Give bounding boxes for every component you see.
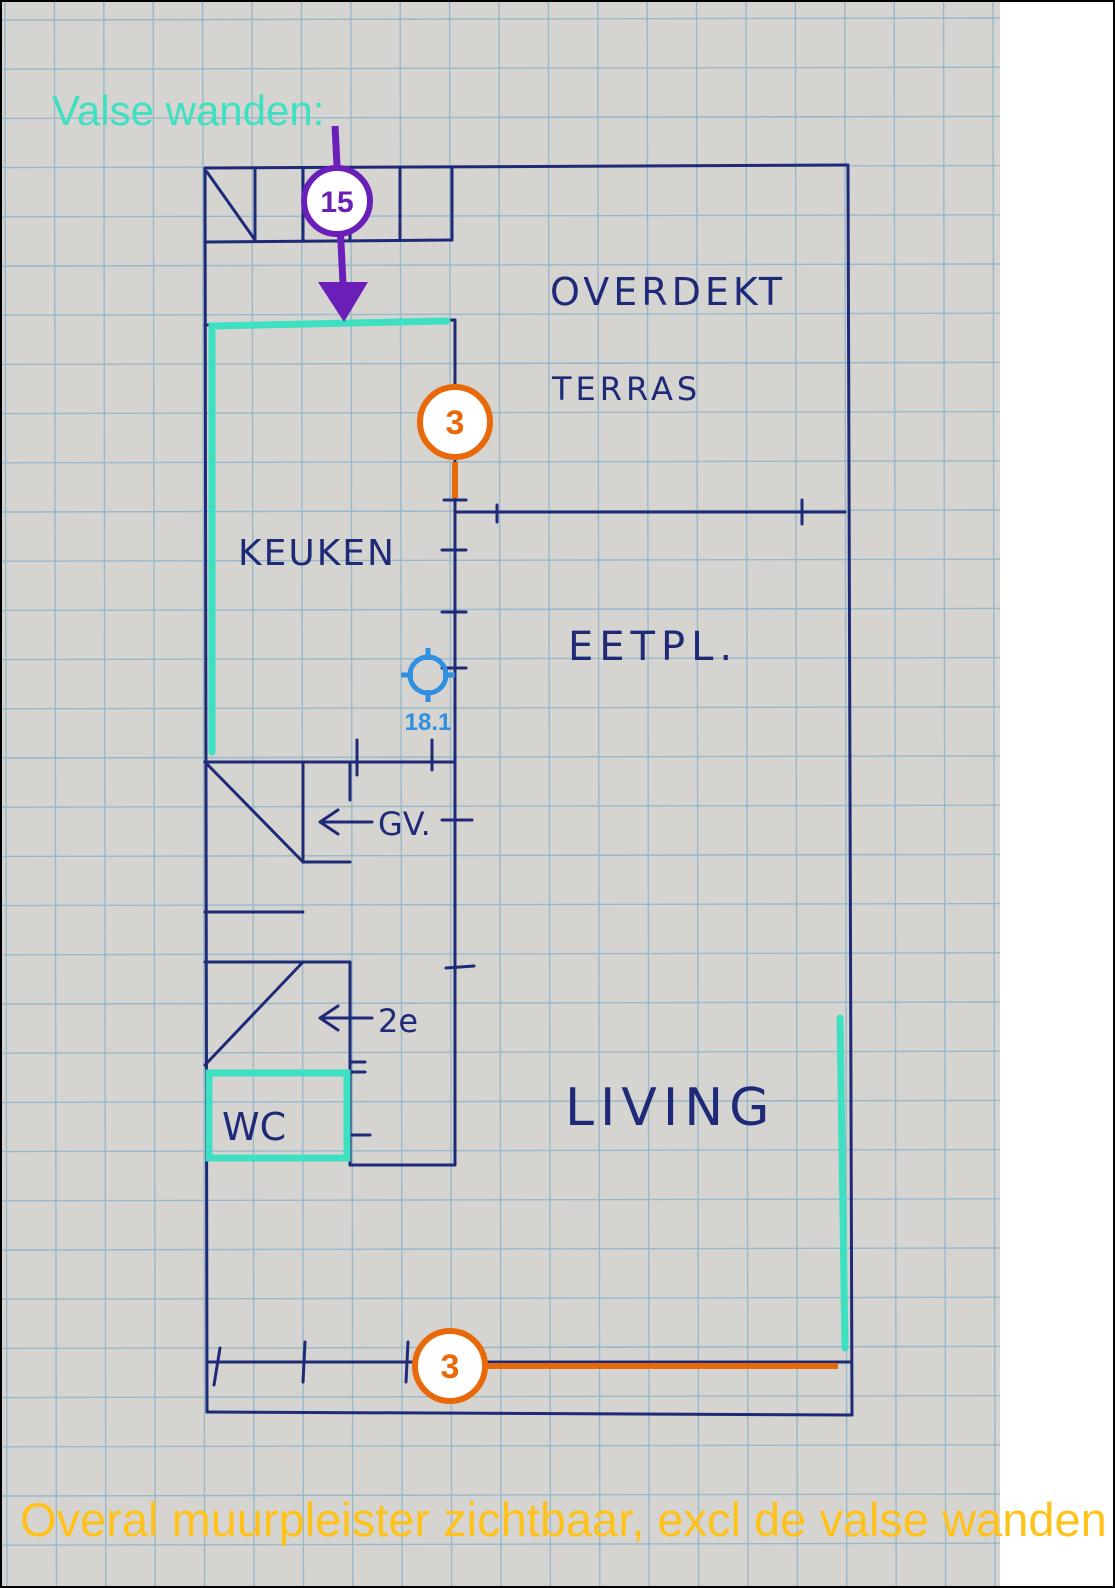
grid-line-vertical xyxy=(201,0,206,1588)
label-eetpl: EETPL. xyxy=(568,624,738,670)
grid-line-horizontal xyxy=(0,1493,1001,1497)
purple-badge-label: 15 xyxy=(320,186,353,219)
grid-line-horizontal xyxy=(0,1198,1001,1202)
grid-line-horizontal xyxy=(0,1394,1001,1399)
grid-line-horizontal xyxy=(0,1050,1001,1054)
grid-line-horizontal xyxy=(0,1444,1001,1448)
grid-line-vertical xyxy=(152,0,156,1588)
grid-line-horizontal xyxy=(0,853,1001,858)
grid-line-vertical xyxy=(103,0,107,1588)
grid-line-horizontal xyxy=(0,1099,1001,1104)
grid-line-horizontal xyxy=(0,952,1001,956)
grid-line-horizontal xyxy=(0,755,1001,759)
grid-line-horizontal xyxy=(0,1148,1001,1153)
ink-drawing xyxy=(203,163,854,1417)
grid-line-horizontal xyxy=(0,66,1001,70)
orange-marker-bottom: 3 xyxy=(412,1328,838,1404)
grid-line-horizontal xyxy=(0,263,1001,267)
grid-paper xyxy=(0,0,1001,1588)
grid-line-horizontal xyxy=(0,804,1001,808)
grid-line-horizontal xyxy=(0,460,1001,464)
grid-line-horizontal xyxy=(0,656,1001,661)
orange-marker-top: 3 xyxy=(417,384,493,498)
grid-line-horizontal xyxy=(0,1345,1001,1350)
orange-badge-top-label: 3 xyxy=(446,404,465,442)
false-wall-kitchen xyxy=(208,317,451,756)
grid-line-horizontal xyxy=(0,312,1001,316)
label-living: LIVING xyxy=(565,1078,775,1138)
white-margin xyxy=(1000,0,1115,1588)
false-walls-title: Valse wanden: xyxy=(52,87,325,134)
grid-line-horizontal xyxy=(0,607,1001,612)
crosshair-marker xyxy=(401,648,455,702)
label-wc: WC xyxy=(222,1105,286,1149)
grid-line-vertical xyxy=(53,0,58,1588)
false-walls xyxy=(205,317,849,1352)
label-overdekt: OVERDEKT xyxy=(550,270,786,314)
grid-line-horizontal xyxy=(0,558,1001,562)
false-wall-wc xyxy=(205,1069,351,1162)
grid-line-horizontal xyxy=(0,902,1001,907)
false-wall-living xyxy=(836,1014,849,1352)
grid-line-vertical xyxy=(4,0,8,1588)
plaster-note: Overal muurpleister zichtbaar, excl de v… xyxy=(20,1493,1107,1546)
grid-line-vertical xyxy=(251,0,255,1588)
purple-marker: 15 xyxy=(301,125,373,322)
label-keuken: KEUKEN xyxy=(238,533,396,574)
label-second-floor: 2e xyxy=(378,1002,418,1040)
label-ground-floor: GV. xyxy=(378,805,431,843)
grid-line-horizontal xyxy=(0,1001,1001,1005)
grid-line-horizontal xyxy=(0,361,1001,366)
grid-line-horizontal xyxy=(0,214,1001,218)
grid-line-horizontal xyxy=(0,1247,1001,1251)
crosshair-label: 18.1 xyxy=(405,709,452,736)
label-terras: TERRAS xyxy=(551,370,701,408)
grid-line-horizontal xyxy=(0,410,1001,415)
grid-line-horizontal xyxy=(0,115,1001,120)
orange-badge-bottom-label: 3 xyxy=(441,1348,460,1386)
grid-line-horizontal xyxy=(0,706,1001,710)
grid-line-horizontal xyxy=(0,17,1001,21)
grid-line-horizontal xyxy=(0,1296,1001,1300)
grid-line-horizontal xyxy=(0,1542,1001,1546)
